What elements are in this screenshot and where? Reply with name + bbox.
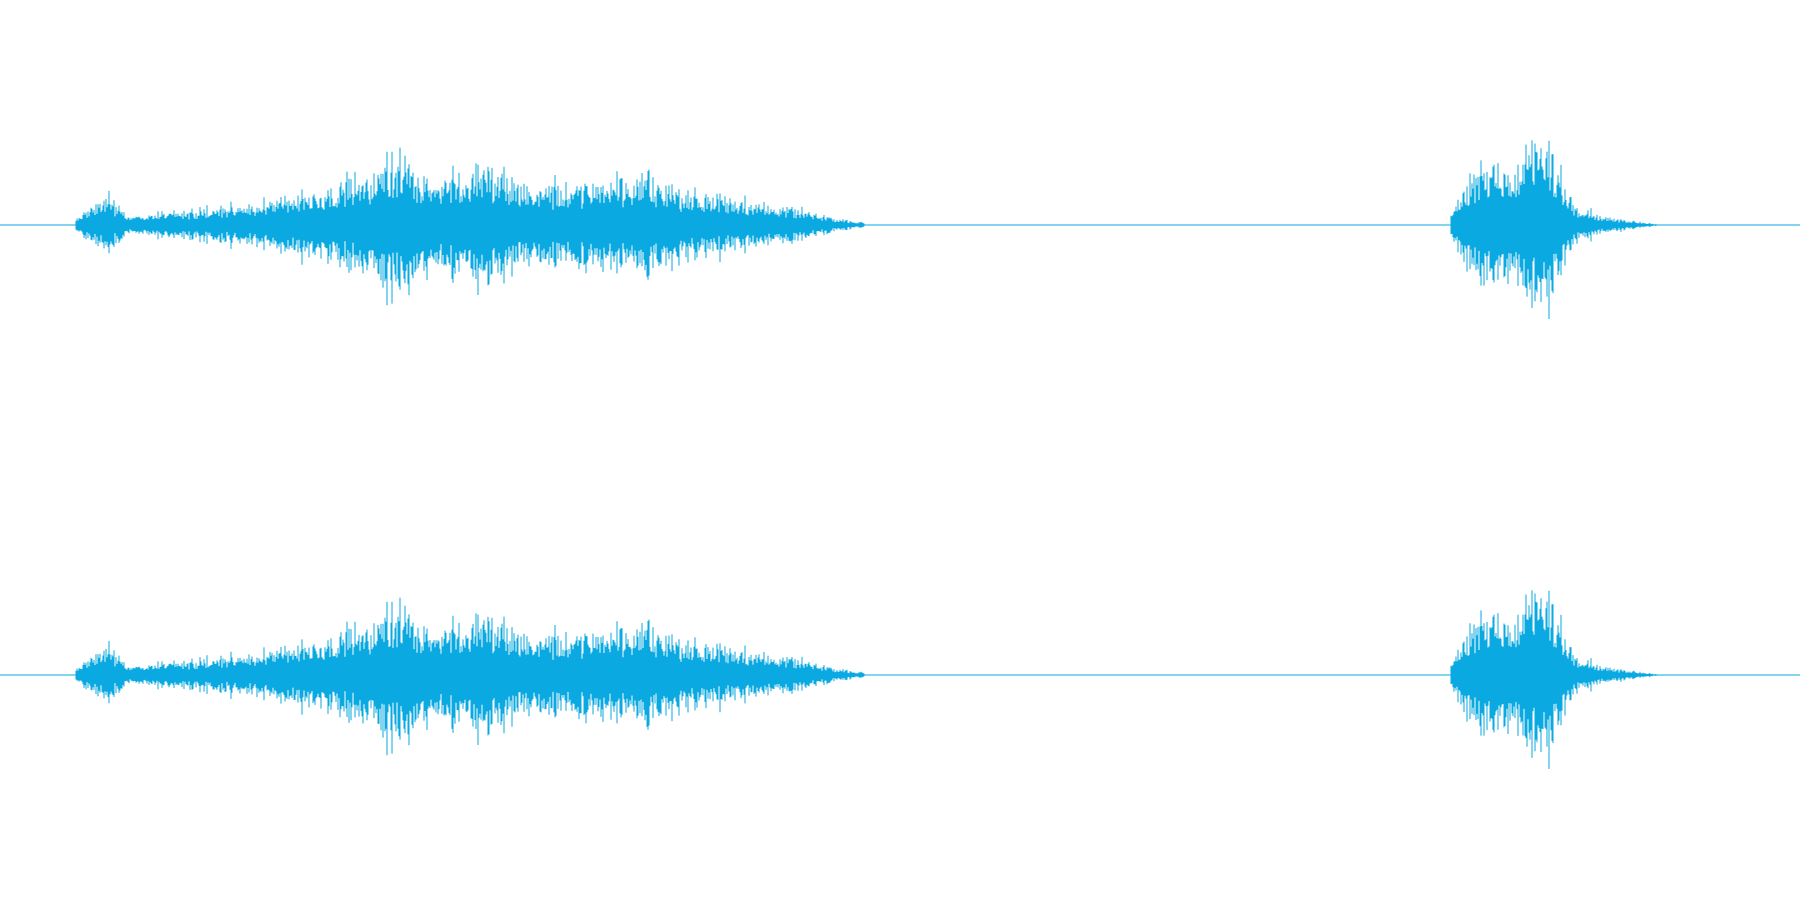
waveform-samples [75, 147, 865, 306]
waveform-samples [75, 597, 865, 756]
channel-1-burst-2 [1450, 140, 1657, 319]
channel-2-burst-1 [75, 597, 865, 756]
channel-1-waveform [0, 140, 1800, 319]
channel-2-waveform [0, 590, 1800, 769]
channel-1-burst-1 [75, 147, 865, 306]
channel-2-burst-2 [1450, 590, 1657, 769]
waveform-samples [1450, 590, 1657, 769]
waveform-samples [1450, 140, 1657, 319]
